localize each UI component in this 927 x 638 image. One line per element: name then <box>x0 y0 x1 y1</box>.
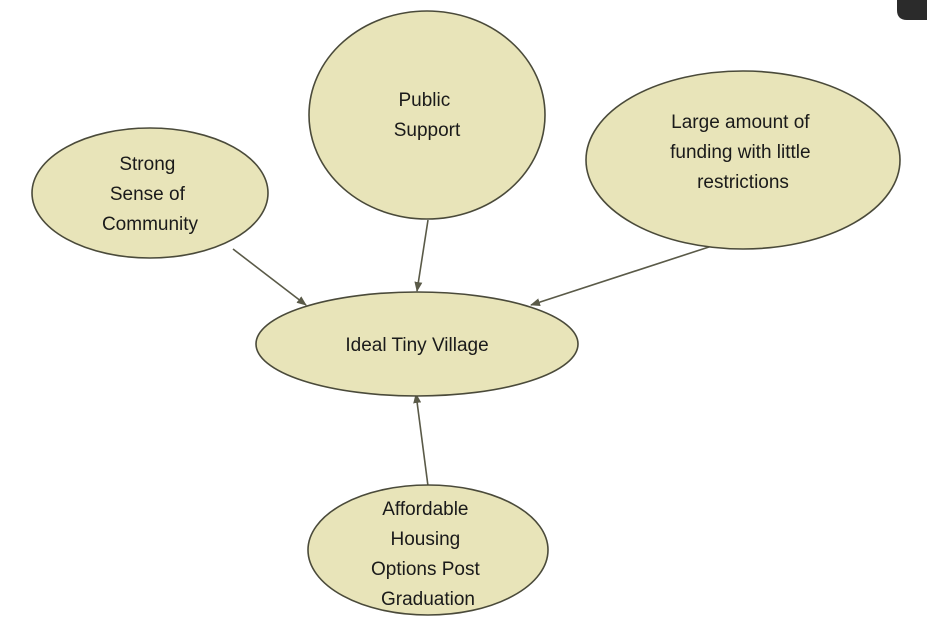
node-ideal-tiny-village-label: Ideal Tiny Village <box>345 335 488 356</box>
edges <box>232 219 713 487</box>
node-ideal-tiny-village-shape <box>255 291 579 397</box>
node-public-support[interactable]: Public Support <box>308 10 546 220</box>
node-large-funding-label: Large amount of funding with little rest… <box>670 112 816 193</box>
node-affordable-housing[interactable]: Affordable Housing Options Post Graduati… <box>307 484 549 616</box>
edge-large-funding-to-ideal-tiny-village <box>530 245 713 307</box>
edge-affordable-housing-to-ideal-tiny-village <box>413 393 429 487</box>
node-strong-sense-of-community-label: Strong Sense of Community <box>102 154 199 235</box>
node-public-support-label: Public Support <box>394 90 461 141</box>
node-affordable-housing-shape <box>307 484 549 616</box>
node-public-support-shape <box>308 10 546 220</box>
node-strong-sense-of-community[interactable]: Strong Sense of Community <box>31 127 269 259</box>
node-affordable-housing-label: Affordable Housing Options Post Graduati… <box>371 499 485 610</box>
corner-tab-shape <box>897 0 927 20</box>
node-large-funding-shape <box>585 70 901 250</box>
edge-strong-community-to-ideal-tiny-village <box>232 248 307 306</box>
node-large-funding[interactable]: Large amount of funding with little rest… <box>585 70 901 250</box>
node-ideal-tiny-village[interactable]: Ideal Tiny Village <box>255 291 579 397</box>
node-strong-sense-of-community-shape <box>31 127 269 259</box>
edge-public-support-to-ideal-tiny-village <box>414 219 429 292</box>
